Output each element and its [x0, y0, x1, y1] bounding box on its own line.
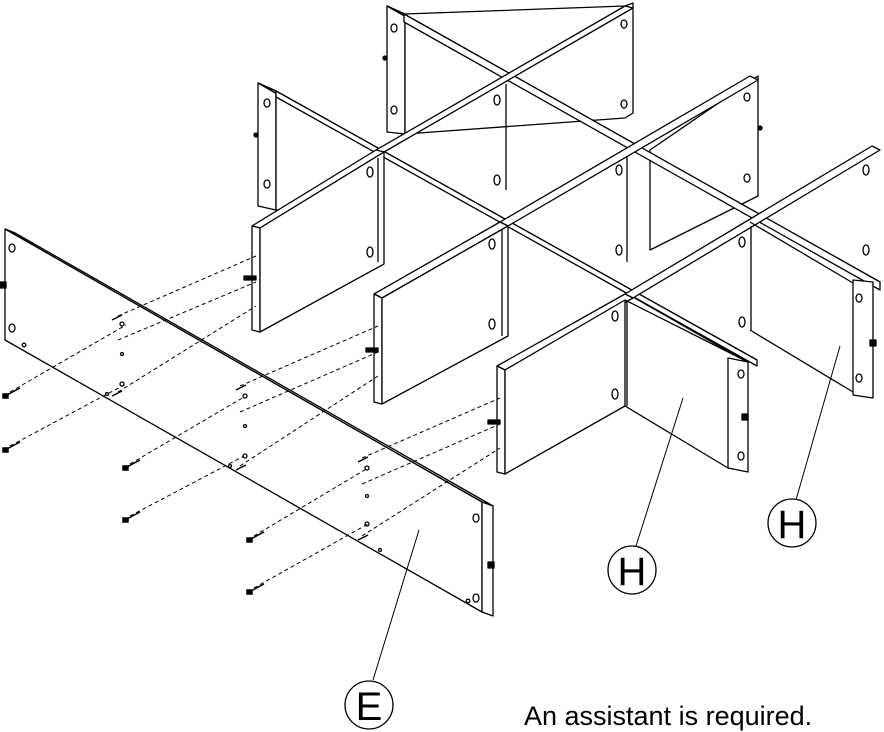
front-partition-middle: [365, 94, 623, 405]
callout-e: E: [344, 680, 394, 730]
dowel: [357, 456, 369, 463]
front-partition-left: [243, 149, 385, 333]
callout-h-right-label: H: [778, 503, 807, 547]
dowel: [111, 314, 123, 321]
callout-h-right: H: [767, 498, 817, 548]
screws: [2, 314, 369, 595]
callout-h-center: H: [607, 545, 657, 595]
screw: [2, 387, 21, 399]
assistant-required-note: An assistant is required.: [524, 701, 813, 731]
screw: [246, 583, 265, 595]
callout-h-center-label: H: [618, 550, 647, 594]
leader-line-h-right: [795, 345, 841, 501]
dowel: [235, 384, 247, 391]
leader-line-h-center: [635, 397, 684, 547]
screw: [2, 441, 21, 453]
dowel: [235, 464, 247, 471]
screw: [246, 531, 265, 543]
front-partition-right: [487, 164, 870, 475]
divider-end-right: [852, 279, 877, 399]
front-panel-e: [0, 228, 495, 617]
screw: [122, 459, 141, 471]
screw-guide-lines: [9, 255, 501, 589]
callout-e-label: E: [356, 685, 383, 729]
leader-line-e: [372, 529, 420, 681]
divider-end-center: [727, 357, 749, 473]
dowel: [111, 390, 123, 397]
screw: [122, 511, 141, 523]
dowel: [357, 534, 369, 541]
